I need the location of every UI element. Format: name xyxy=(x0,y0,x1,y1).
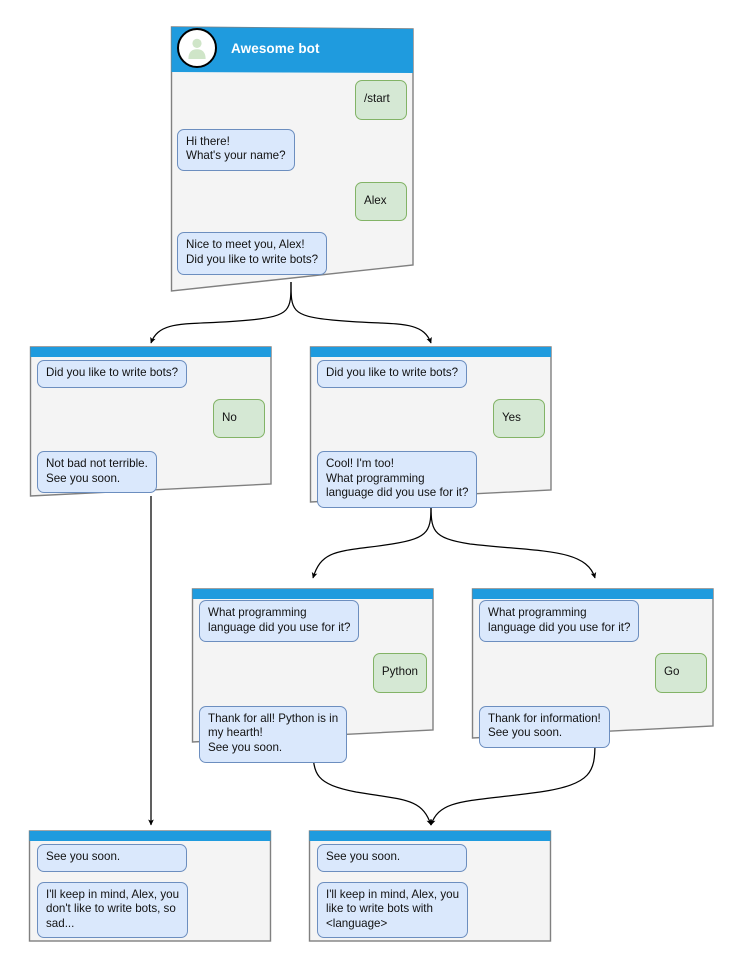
message-row: Python xyxy=(199,653,427,693)
branch-no-message-list: Did you like to write bots? No Not bad n… xyxy=(28,360,274,502)
bot-message-bubble[interactable]: What programming language did you use fo… xyxy=(479,600,640,643)
message-row: Cool! I'm too! What programming language… xyxy=(317,451,545,508)
branch-python-message-list: What programming language did you use fo… xyxy=(190,600,436,772)
end-happy-message-list: See you soon. I'll keep in mind, Alex, y… xyxy=(308,844,552,947)
bot-message-bubble[interactable]: I'll keep in mind, Alex, you don't like … xyxy=(37,881,189,939)
message-row: Did you like to write bots? xyxy=(37,360,265,388)
message-row: See you soon. xyxy=(37,844,263,872)
end-sad-message-list: See you soon. I'll keep in mind, Alex, y… xyxy=(28,844,272,947)
bot-message-bubble[interactable]: Nice to meet you, Alex! Did you like to … xyxy=(177,232,328,275)
bot-message-bubble[interactable]: I'll keep in mind, Alex, you like to wri… xyxy=(317,881,469,939)
bot-message-bubble[interactable]: Did you like to write bots? xyxy=(37,360,188,388)
message-row: No xyxy=(37,398,265,439)
branch-go-message-list: What programming language did you use fo… xyxy=(470,600,716,757)
branch-python-card[interactable]: What programming language did you use fo… xyxy=(190,586,436,763)
user-message-bubble[interactable]: No xyxy=(213,398,265,439)
bot-message-bubble[interactable]: Thank for all! Python is in my hearth! S… xyxy=(199,705,348,763)
message-row: I'll keep in mind, Alex, you don't like … xyxy=(37,881,263,939)
branch-go-card[interactable]: What programming language did you use fo… xyxy=(470,586,716,748)
user-message-bubble[interactable]: Alex xyxy=(355,181,407,222)
bot-message-bubble[interactable]: What programming language did you use fo… xyxy=(199,600,360,643)
message-row: Not bad not terrible. See you soon. xyxy=(37,451,265,494)
end-happy-card[interactable]: See you soon. I'll keep in mind, Alex, y… xyxy=(308,828,552,942)
message-row: Hi there! What's your name? xyxy=(177,128,407,171)
bot-message-bubble[interactable]: See you soon. xyxy=(37,844,187,872)
bot-message-bubble[interactable]: Did you like to write bots? xyxy=(317,360,468,388)
message-row: Thank for all! Python is in my hearth! S… xyxy=(199,705,427,763)
message-row: See you soon. xyxy=(317,844,543,872)
root-message-list: /start Hi there! What's your name? Alex … xyxy=(168,80,416,284)
user-message-bubble[interactable]: Go xyxy=(655,653,707,693)
message-row: What programming language did you use fo… xyxy=(199,600,427,643)
bot-message-bubble[interactable]: Cool! I'm too! What programming language… xyxy=(317,451,478,508)
bot-name-label: Awesome bot xyxy=(231,40,320,56)
bot-message-bubble[interactable]: Not bad not terrible. See you soon. xyxy=(37,451,157,494)
message-row: What programming language did you use fo… xyxy=(479,600,707,643)
person-avatar-icon xyxy=(177,28,217,68)
bot-message-bubble[interactable]: See you soon. xyxy=(317,844,467,872)
bot-message-bubble[interactable]: Thank for information! See you soon. xyxy=(479,705,610,748)
message-row: I'll keep in mind, Alex, you like to wri… xyxy=(317,881,543,939)
end-sad-card[interactable]: See you soon. I'll keep in mind, Alex, y… xyxy=(28,828,272,942)
branch-yes-message-list: Did you like to write bots? Yes Cool! I'… xyxy=(308,360,554,517)
message-row: /start xyxy=(177,80,407,120)
message-row: Did you like to write bots? xyxy=(317,360,545,388)
bot-header: Awesome bot xyxy=(168,24,412,72)
bot-message-bubble[interactable]: Hi there! What's your name? xyxy=(177,128,295,171)
message-row: Alex xyxy=(177,181,407,222)
user-message-bubble[interactable]: /start xyxy=(355,80,407,120)
user-message-bubble[interactable]: Yes xyxy=(493,398,545,439)
branch-no-card[interactable]: Did you like to write bots? No Not bad n… xyxy=(28,344,274,500)
user-message-bubble[interactable]: Python xyxy=(372,653,427,693)
message-row: Yes xyxy=(317,398,545,439)
root-conversation-card[interactable]: Awesome bot /start Hi there! What's your… xyxy=(168,24,416,294)
message-row: Nice to meet you, Alex! Did you like to … xyxy=(177,232,407,275)
branch-yes-card[interactable]: Did you like to write bots? Yes Cool! I'… xyxy=(308,344,554,508)
message-row: Thank for information! See you soon. xyxy=(479,705,707,748)
message-row: Go xyxy=(479,653,707,693)
